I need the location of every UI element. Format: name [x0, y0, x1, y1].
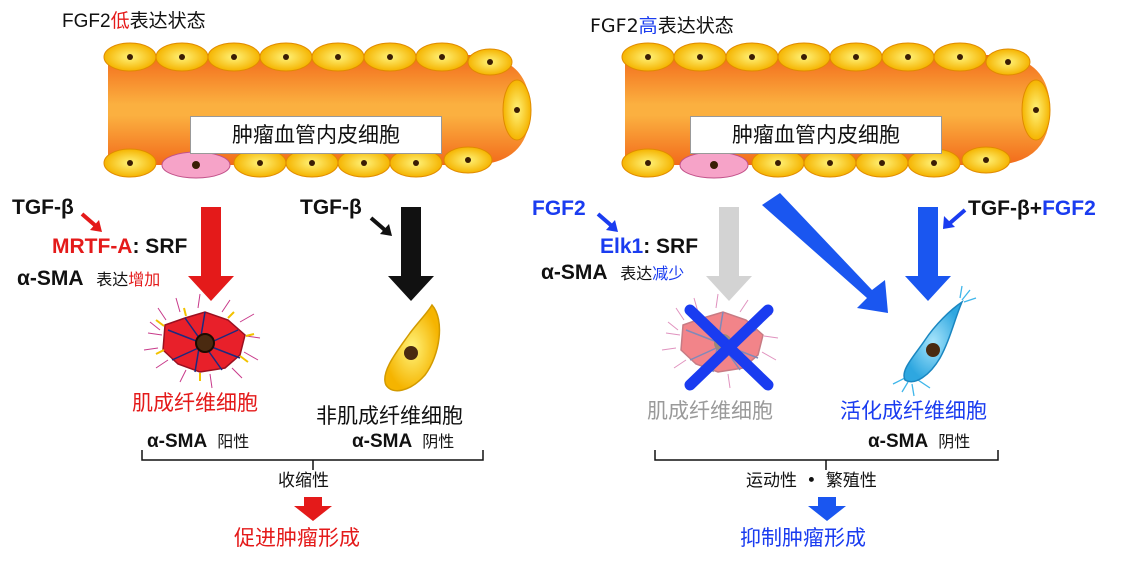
separator-dot: •: [806, 471, 817, 491]
activated-fibroblast-cell-icon: [892, 285, 977, 397]
left-srf-label: : SRF: [132, 235, 188, 258]
left-expr-change: 增加: [128, 270, 161, 289]
tgfb-plus-fgf2-label: TGF-β+FGF2: [968, 198, 1096, 219]
right-vessel-label: 肿瘤血管内皮细胞: [690, 116, 942, 154]
left-title-prefix: FGF2: [62, 11, 111, 32]
right-asma-label: α-SMA: [541, 261, 608, 284]
left-negative-label: 阴性: [422, 432, 455, 451]
proliferation-label: 繁殖性: [825, 471, 877, 491]
right-title: FGF2高表达状态: [590, 17, 734, 36]
left-property-label: 收缩性: [278, 471, 329, 491]
left-expr-prefix: 表达: [96, 270, 129, 289]
right-title-suffix: 表达状态: [657, 15, 734, 37]
left-negative-asma-label: α-SMA: [352, 431, 413, 452]
non-myofibroblast-label: 非肌成纤维细胞: [316, 404, 463, 428]
left-outcome-label: 促进肿瘤形成: [234, 526, 360, 550]
left-positive-asma-label: α-SMA: [147, 431, 208, 452]
myofibroblast-cell-icon: [143, 293, 261, 389]
right-title-prefix: FGF2: [590, 15, 639, 37]
elk1-label: Elk1: [600, 235, 644, 258]
left-title: FGF2低表达状态: [62, 10, 206, 32]
motility-label: 运动性: [746, 471, 797, 491]
tgfb-plus-label: TGF-β+: [968, 197, 1043, 220]
right-property-label: 运动性 • 繁殖性: [746, 473, 877, 490]
left-red-arrow: [188, 207, 234, 301]
right-srf-label: : SRF: [643, 235, 699, 258]
right-brace: [654, 450, 999, 470]
right-of-left-tgfb-label: TGF-β: [300, 196, 362, 219]
left-tgfb-label: TGF-β: [12, 196, 74, 219]
activated-fibroblast-label: 活化成纤维细胞: [840, 399, 987, 423]
left-brace: [141, 450, 484, 470]
right-negative-label: 阴性: [938, 432, 971, 451]
tgfb-fgf2-blue-small-arrow-icon: [943, 208, 967, 229]
right-grey-arrow: [706, 207, 752, 301]
left-mrtf-srf: MRTF-A: SRF: [52, 236, 187, 257]
right-blue-arrow: [905, 207, 951, 301]
tgfb-black-small-arrow-icon: [369, 216, 392, 236]
tgfb-red-small-arrow-icon: [80, 212, 102, 232]
left-asma-label: α-SMA: [17, 267, 84, 290]
left-black-arrow: [388, 207, 434, 301]
right-expr-change: 减少: [652, 264, 685, 283]
right-negative-asma-label: α-SMA: [868, 431, 929, 452]
non-myofibroblast-cell-icon: [384, 303, 441, 392]
right-fgf2-label: FGF2: [532, 197, 586, 220]
right-outcome-label: 抑制肿瘤形成: [740, 526, 866, 550]
left-asma-negative: α-SMA 阴性: [352, 432, 454, 451]
right-vessel: [621, 42, 1051, 179]
left-myofibroblast-label: 肌成纤维细胞: [132, 391, 258, 415]
mrtf-a-label: MRTF-A: [52, 235, 133, 258]
right-outcome-arrow: [808, 497, 846, 521]
right-elk1-srf: Elk1: SRF: [600, 236, 698, 257]
left-outcome-arrow: [294, 497, 332, 521]
blue-x-icon: [684, 304, 774, 391]
left-vessel: [103, 42, 532, 179]
left-positive-label: 阳性: [217, 432, 250, 451]
fgf2-blue-small-arrow-icon: [596, 212, 618, 232]
right-title-level: 高: [638, 15, 658, 37]
right-myofibroblast-label: 肌成纤维细胞: [647, 399, 773, 423]
left-asma-expression: α-SMA 表达增加: [17, 268, 160, 289]
left-vessel-label: 肿瘤血管内皮细胞: [190, 116, 442, 154]
right-diagonal-blue-arrow: [762, 193, 888, 313]
left-asma-positive: α-SMA 阳性: [147, 432, 249, 451]
plus-fgf2-label: FGF2: [1042, 197, 1096, 220]
right-asma-expression: α-SMA 表达减少: [541, 262, 684, 283]
left-title-suffix: 表达状态: [129, 10, 206, 32]
left-title-level: 低: [110, 10, 130, 32]
right-asma-negative: α-SMA 阴性: [868, 432, 970, 451]
right-expr-prefix: 表达: [620, 264, 653, 283]
